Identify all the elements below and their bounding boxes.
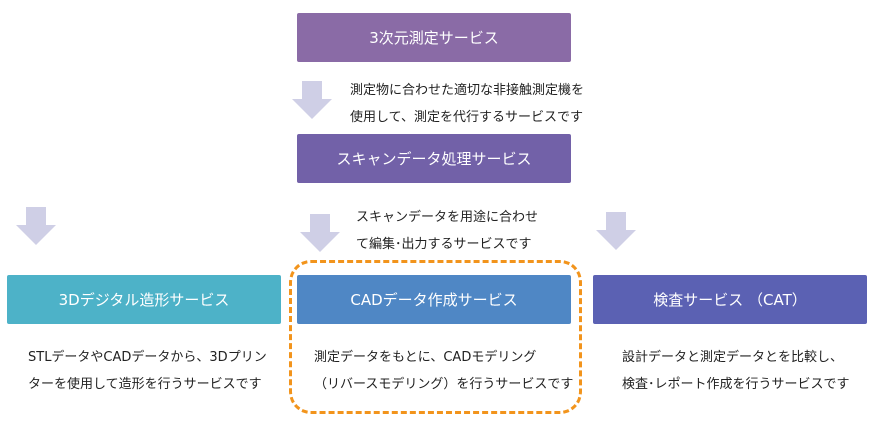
inspection-service-box: 検査サービス （CAT） <box>593 275 867 324</box>
down-arrow-center-icon <box>300 214 340 254</box>
cad-creation-service-label: CADデータ作成サービス <box>350 291 518 309</box>
down-arrow-icon <box>292 81 332 121</box>
cad-creation-service-box: CADデータ作成サービス <box>297 275 571 324</box>
cad-creation-description: 測定データをもとに、CADモデリング （リバースモデリング）を行うサービスです <box>314 350 574 392</box>
digital-fabrication-service-box: 3Dデジタル造形サービス <box>7 275 281 324</box>
scan-processing-description: スキャンデータを用途に合わせ て編集･出力するサービスです <box>356 210 539 252</box>
scan-processing-service-label: スキャンデータ処理サービス <box>336 150 532 168</box>
inspection-service-label: 検査サービス （CAT） <box>653 291 807 309</box>
cad-highlight-frame <box>289 260 582 414</box>
digital-fabrication-service-label: 3Dデジタル造形サービス <box>58 291 230 309</box>
measurement-service-label: 3次元測定サービス <box>369 29 499 47</box>
digital-fabrication-description: STLデータやCADデータから、3Dプリン ターを使用して造形を行うサービスです <box>28 350 267 392</box>
down-arrow-left-icon <box>16 207 56 247</box>
measurement-service-box: 3次元測定サービス <box>297 13 571 62</box>
down-arrow-right-icon <box>596 212 636 252</box>
inspection-description: 設計データと測定データとを比較し、 検査･レポート作成を行うサービスです <box>622 350 850 392</box>
scan-processing-service-box: スキャンデータ処理サービス <box>297 134 571 183</box>
measurement-description: 測定物に合わせた適切な非接触測定機を 使用して、測定を代行するサービスです <box>350 83 585 125</box>
